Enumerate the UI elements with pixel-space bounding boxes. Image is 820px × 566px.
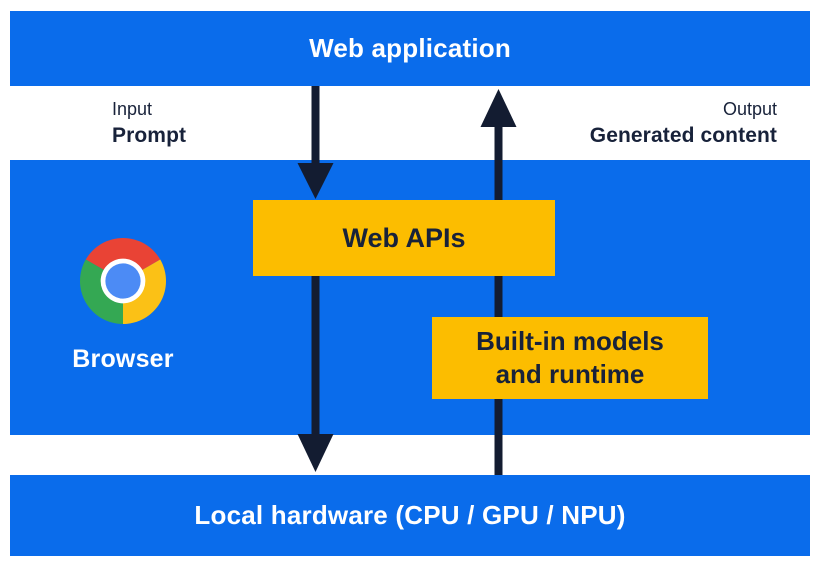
output-caption: Output <box>722 99 777 119</box>
web-apis-box: Web APIs <box>253 200 555 276</box>
web-application-bar: Web application <box>10 11 810 86</box>
browser-block: Browser <box>38 238 208 374</box>
browser-label: Browser <box>72 345 174 373</box>
web-application-label: Web application <box>309 33 511 63</box>
local-hardware-label: Local hardware (CPU / GPU / NPU) <box>194 500 626 530</box>
generated-content-label: Generated content <box>589 124 777 147</box>
built-in-models-label-line2: and runtime <box>495 359 645 389</box>
built-in-models-box: Built-in models and runtime <box>432 317 708 399</box>
input-caption: Input <box>112 99 153 119</box>
output-labels: Output Generated content <box>590 99 777 148</box>
input-labels: Input Prompt <box>112 99 186 148</box>
built-in-models-label-line1: Built-in models <box>476 326 664 356</box>
chrome-icon <box>80 238 166 324</box>
prompt-label: Prompt <box>112 124 187 147</box>
web-apis-label: Web APIs <box>342 222 466 253</box>
local-hardware-bar: Local hardware (CPU / GPU / NPU) <box>10 475 810 556</box>
